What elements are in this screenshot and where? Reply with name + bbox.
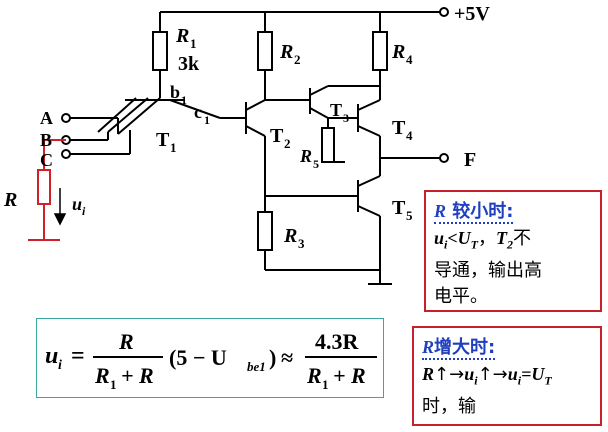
note-r-small-line1: ui<UT，T2不: [434, 225, 592, 258]
formula-paren-close: ): [269, 345, 276, 370]
formula-lhs: u: [45, 343, 58, 369]
t5-label-sub: 5: [406, 208, 413, 223]
input-c-label: C: [40, 150, 53, 170]
note-small-U-sub: T: [470, 237, 478, 252]
note-small-T: T: [495, 228, 507, 248]
note-r-small: R 较小时: ui<UT，T2不 导通，输出高 电平。: [424, 190, 602, 312]
note-large-eq: =: [521, 364, 532, 384]
formula-approx: ≈: [281, 345, 293, 370]
note-r-small-title-text: 较小时:: [446, 201, 514, 222]
note-r-small-line3: 电平。: [434, 285, 488, 307]
formula-den1-plus: + R: [121, 363, 154, 388]
note-small-T-sub: 2: [506, 237, 513, 252]
note-r-small-title-r: R: [434, 201, 447, 221]
external-r-label: R: [3, 189, 17, 211]
r2-label-sub: 2: [294, 52, 301, 67]
right-arrow-icon: →: [449, 364, 465, 385]
supply-label: +5V: [454, 3, 490, 25]
t3-label: T: [330, 100, 342, 120]
t4-label: T: [392, 117, 406, 139]
formula-num1: R: [118, 329, 134, 354]
note-large-u: u: [464, 364, 475, 384]
r3-label: R: [283, 225, 297, 247]
formula-den2-r: R: [306, 363, 322, 388]
t1-label-sub: 1: [170, 140, 177, 155]
formula-den1-r: R: [94, 363, 110, 388]
note-large-u-sub-2: i: [517, 373, 522, 388]
t1-label: T: [156, 129, 170, 151]
formula-den2-sub: 1: [322, 377, 329, 392]
r2-label: R: [279, 41, 293, 63]
r5-label-sub: 5: [313, 157, 319, 171]
t2-label: T: [270, 125, 284, 147]
note-large-u-2: u: [507, 364, 518, 384]
up-arrow-icon: ↑: [434, 364, 450, 385]
note-small-u: u: [434, 228, 445, 248]
r3-label-sub: 3: [298, 236, 305, 251]
note-small-lt: <: [447, 228, 458, 248]
formula-num2: 4.3R: [315, 329, 360, 354]
formula-paren: (5 − U: [169, 345, 227, 370]
formula-den1-sub: 1: [110, 377, 117, 392]
formula-eq: =: [71, 343, 85, 369]
note-r-small-line2: 导通，输出高: [434, 259, 542, 281]
note-r-large-title-r: R: [422, 337, 435, 357]
r1-label: R: [175, 25, 189, 47]
r4-label-sub: 4: [406, 52, 413, 67]
note-large-u-sub: i: [474, 373, 478, 388]
ui-label-sub: i: [82, 204, 86, 218]
r4-label: R: [391, 41, 405, 63]
note-small-U: U: [457, 228, 471, 248]
input-a-label: A: [40, 108, 53, 128]
note-r-large-line1: R↑→ui↑→ui=UT: [422, 361, 592, 394]
note-r-large-title-text: 增大时:: [434, 337, 496, 358]
t2-label-sub: 2: [284, 136, 291, 151]
note-r-large-title: R增大时:: [422, 334, 592, 361]
note-large-R: R: [422, 364, 435, 384]
note-small-not: 不: [512, 228, 531, 249]
c1-label: c: [194, 102, 202, 122]
input-b-label: B: [40, 130, 52, 150]
formula-paren-sub: be1: [247, 359, 266, 374]
note-r-large: R增大时: R↑→ui↑→ui=UT 时，输: [412, 326, 602, 426]
note-r-large-line2: 时，输: [422, 395, 476, 417]
right-arrow-icon-2: →: [492, 364, 508, 385]
t3-label-sub: 3: [343, 111, 349, 125]
note-large-U-sub: T: [544, 373, 552, 388]
formula-box: u i = R R 1 + R (5 − U be1 ) ≈ 4.3R R 1 …: [36, 318, 384, 398]
note-large-U: U: [531, 364, 545, 384]
formula-lhs-sub: i: [58, 358, 62, 373]
r1-value: 3k: [178, 53, 200, 75]
r1-label-sub: 1: [190, 36, 197, 51]
r5-label: R: [299, 146, 312, 166]
note-r-small-title: R 较小时:: [434, 198, 592, 225]
note-small-comma: ，: [477, 228, 496, 249]
ui-label: u: [72, 194, 82, 214]
output-f-label: F: [464, 149, 476, 171]
formula-equation: u i = R R 1 + R (5 − U be1 ) ≈ 4.3R R 1 …: [45, 329, 377, 392]
t4-label-sub: 4: [406, 128, 413, 143]
formula-den2-plus: + R: [333, 363, 366, 388]
up-arrow-icon-2: ↑: [477, 364, 493, 385]
b1-label-sub: 1: [181, 93, 187, 107]
c1-label-sub: 1: [204, 113, 210, 127]
b1-label: b: [170, 82, 180, 102]
t5-label: T: [392, 197, 406, 219]
note-small-u-sub: i: [444, 237, 448, 252]
